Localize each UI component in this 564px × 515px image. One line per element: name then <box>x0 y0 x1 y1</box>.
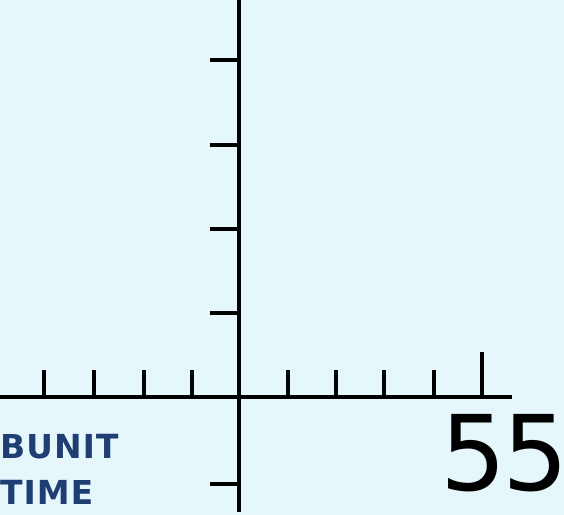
value-readout: 55 <box>440 393 564 515</box>
crosshair-axes <box>0 0 512 512</box>
time-label: TIME <box>0 473 95 512</box>
unit-label: BUNIT <box>0 427 120 466</box>
